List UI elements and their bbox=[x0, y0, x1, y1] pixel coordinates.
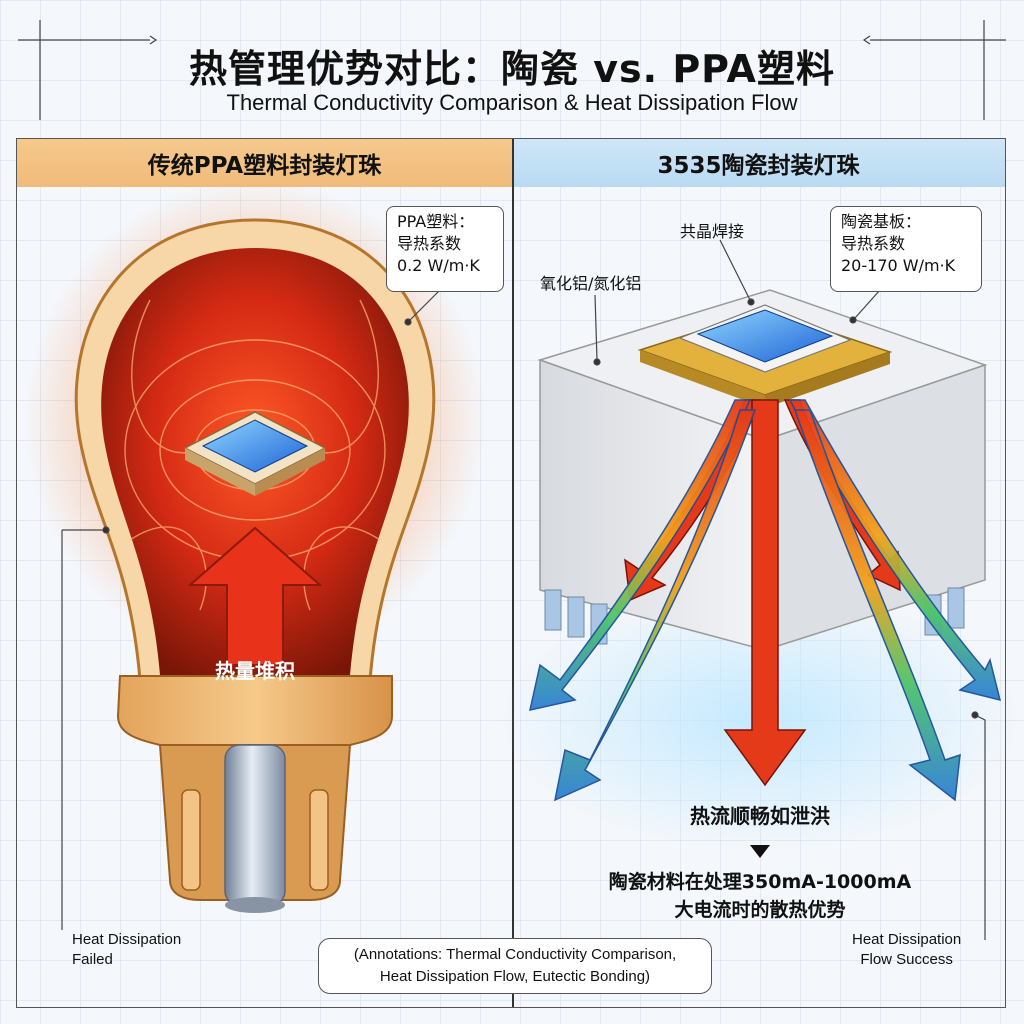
ceramic-package bbox=[500, 289, 1020, 850]
left-status-line2: Failed bbox=[72, 951, 113, 968]
page-title: 热管理优势对比：陶瓷 vs. PPA塑料 bbox=[189, 47, 835, 91]
ceramic-conductivity-value: 20-170 W/m·K bbox=[841, 256, 956, 275]
right-status-line2: Flow Success bbox=[860, 951, 953, 968]
panel-frame bbox=[16, 138, 1006, 1008]
ceramic-callout-line2: 导热系数 bbox=[841, 234, 906, 253]
panel-divider bbox=[512, 139, 514, 1007]
annotation-line2: Heat Dissipation Flow, Eutectic Bonding) bbox=[379, 968, 651, 985]
right-panel-header: 3535陶瓷封装灯珠 bbox=[512, 139, 1005, 187]
ppa-callout: PPA塑料： 导热系数 0.2 W/m·K bbox=[386, 206, 504, 292]
right-status-line1: Heat Dissipation bbox=[852, 931, 962, 948]
left-status: Heat Dissipation Failed bbox=[72, 930, 181, 970]
ceramic-callout: 陶瓷基板： 导热系数 20-170 W/m·K bbox=[830, 206, 982, 292]
advantage-line2: 大电流时的散热优势 bbox=[674, 899, 846, 921]
annotation-line1: (Annotations: Thermal Conductivity Compa… bbox=[353, 946, 677, 963]
ppa-bulb bbox=[25, 180, 485, 913]
eutectic-label: 共晶焊接 bbox=[680, 222, 745, 241]
ppa-callout-line1: PPA塑料： bbox=[397, 212, 475, 231]
right-status: Heat Dissipation Flow Success bbox=[852, 930, 961, 970]
right-leaders bbox=[593, 239, 986, 940]
ppa-conductivity-value: 0.2 W/m·K bbox=[397, 256, 480, 275]
page-subtitle: Thermal Conductivity Comparison & Heat D… bbox=[226, 90, 798, 115]
heat-flow-label: 热流顺畅如泄洪 bbox=[690, 804, 830, 828]
left-panel-header: 传统PPA塑料封装灯珠 bbox=[17, 139, 512, 187]
heat-accumulation-label: 热量堆积 bbox=[215, 659, 295, 683]
corner-marks bbox=[18, 20, 1006, 120]
ceramic-callout-line1: 陶瓷基板： bbox=[841, 212, 922, 231]
advantage-line1: 陶瓷材料在处理350mA-1000mA bbox=[608, 871, 912, 893]
down-marker bbox=[750, 845, 770, 858]
left-status-line1: Heat Dissipation bbox=[72, 931, 182, 948]
left-leaders bbox=[61, 289, 441, 930]
ppa-callout-line2: 导热系数 bbox=[397, 234, 462, 253]
annotation-box: (Annotations: Thermal Conductivity Compa… bbox=[318, 938, 712, 994]
material-label: 氧化铝/氮化铝 bbox=[540, 274, 642, 293]
ceramic-advantage-text: 陶瓷材料在处理350mA-1000mA 大电流时的散热优势 bbox=[560, 868, 960, 924]
